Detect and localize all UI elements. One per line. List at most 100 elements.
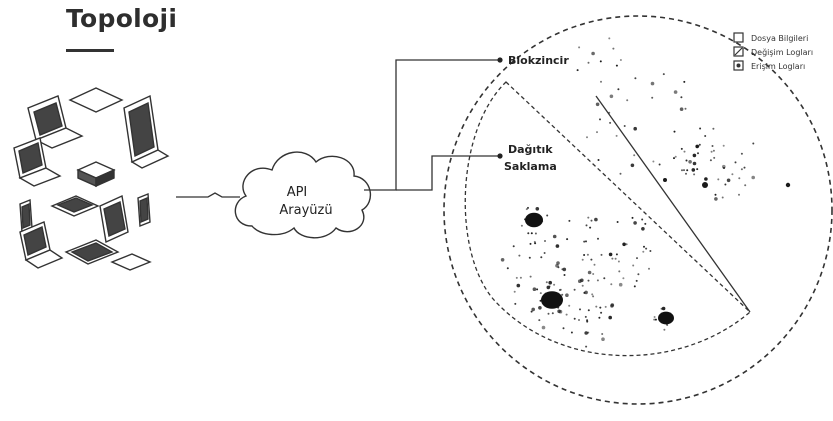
connector-cloud-blockchain: [364, 59, 498, 191]
network-node: [601, 337, 605, 342]
network-node: [663, 178, 667, 182]
network-node: [654, 318, 657, 321]
network-node: [617, 88, 620, 91]
storage-region: [464, 81, 751, 357]
network-node: [622, 277, 625, 280]
network-node: [578, 46, 581, 49]
network-node: [538, 319, 541, 322]
network-node: [568, 304, 571, 307]
tablet-icon: [50, 195, 100, 217]
network-node: [641, 227, 645, 231]
network-node: [583, 254, 586, 256]
network-node: [543, 252, 546, 254]
network-node: [618, 282, 623, 287]
network-node: [695, 144, 699, 149]
network-node: [587, 331, 590, 334]
legend-item-label: Dosya Bilgileri: [751, 34, 808, 43]
network-node: [722, 164, 726, 169]
phone-icon: [137, 192, 151, 228]
legend-item-label: Değişim Logları: [751, 48, 813, 57]
network-node: [587, 309, 590, 312]
network-node: [576, 69, 579, 72]
network-node: [570, 331, 573, 334]
network-node: [683, 80, 686, 83]
network-node: [565, 313, 568, 316]
network-node: [557, 266, 560, 269]
storage-node: [541, 291, 563, 309]
network-node: [684, 107, 687, 110]
network-node: [596, 131, 598, 134]
network-node: [645, 247, 648, 250]
network-node: [516, 283, 521, 288]
network-node: [562, 267, 567, 272]
network-node: [696, 168, 699, 171]
network-node: [528, 256, 531, 259]
network-node: [531, 307, 535, 312]
network-node: [714, 197, 718, 201]
network-node: [697, 152, 699, 155]
network-node: [630, 163, 635, 168]
network-node: [632, 264, 635, 267]
network-node: [530, 310, 533, 313]
network-node: [644, 222, 647, 225]
network-node: [552, 234, 557, 239]
network-node: [704, 135, 707, 137]
network-node: [515, 276, 518, 279]
network-node: [587, 61, 590, 64]
network-node: [713, 156, 716, 159]
network-node: [648, 267, 650, 270]
network-node: [593, 263, 596, 266]
laptop-icon: [27, 95, 84, 149]
network-node: [652, 160, 655, 163]
network-node: [527, 232, 530, 235]
network-node: [617, 260, 620, 263]
network-node: [529, 275, 532, 278]
network-node: [614, 257, 617, 260]
network-node: [731, 173, 734, 176]
network-node: [631, 216, 634, 219]
network-node: [610, 283, 613, 286]
network-node: [533, 240, 536, 243]
network-node: [658, 163, 661, 166]
network-node: [532, 287, 537, 292]
network-node: [633, 221, 637, 225]
network-node: [698, 143, 701, 146]
connector-cloud-storage: [396, 155, 498, 191]
network-node: [649, 250, 652, 252]
network-node: [619, 172, 622, 175]
legend-item: Erişim Logları: [733, 60, 805, 71]
network-node: [556, 261, 560, 265]
network-node: [583, 291, 586, 294]
network-node: [653, 318, 656, 321]
network-node: [553, 283, 556, 286]
network-node: [691, 168, 696, 172]
network-node: [580, 278, 584, 283]
network-node: [587, 279, 590, 282]
network-node: [615, 134, 618, 137]
network-node: [604, 305, 607, 308]
network-node: [595, 102, 600, 107]
network-node: [603, 277, 606, 280]
cloud-label-line1: API: [287, 185, 308, 200]
cloud-label-line2: Arayüzü: [279, 203, 332, 218]
edit-icon: [733, 46, 744, 57]
network-node: [568, 219, 571, 222]
legend-item: Değişim Logları: [733, 46, 813, 57]
storage-node: [525, 212, 543, 228]
network-node: [597, 237, 599, 240]
tablet-icon: [68, 87, 124, 113]
network-node: [546, 285, 551, 290]
network-node: [642, 250, 645, 253]
network-node: [785, 182, 791, 188]
network-node: [738, 193, 740, 196]
legend-item-label: Erişim Logları: [751, 62, 805, 71]
network-node: [688, 160, 692, 164]
network-node: [545, 281, 548, 284]
network-node: [717, 178, 720, 181]
connector-devices-cloud: [176, 192, 240, 198]
network-node: [584, 331, 588, 335]
network-node: [692, 153, 697, 158]
network-node: [660, 307, 663, 310]
network-node: [586, 253, 589, 256]
network-node: [625, 243, 628, 246]
